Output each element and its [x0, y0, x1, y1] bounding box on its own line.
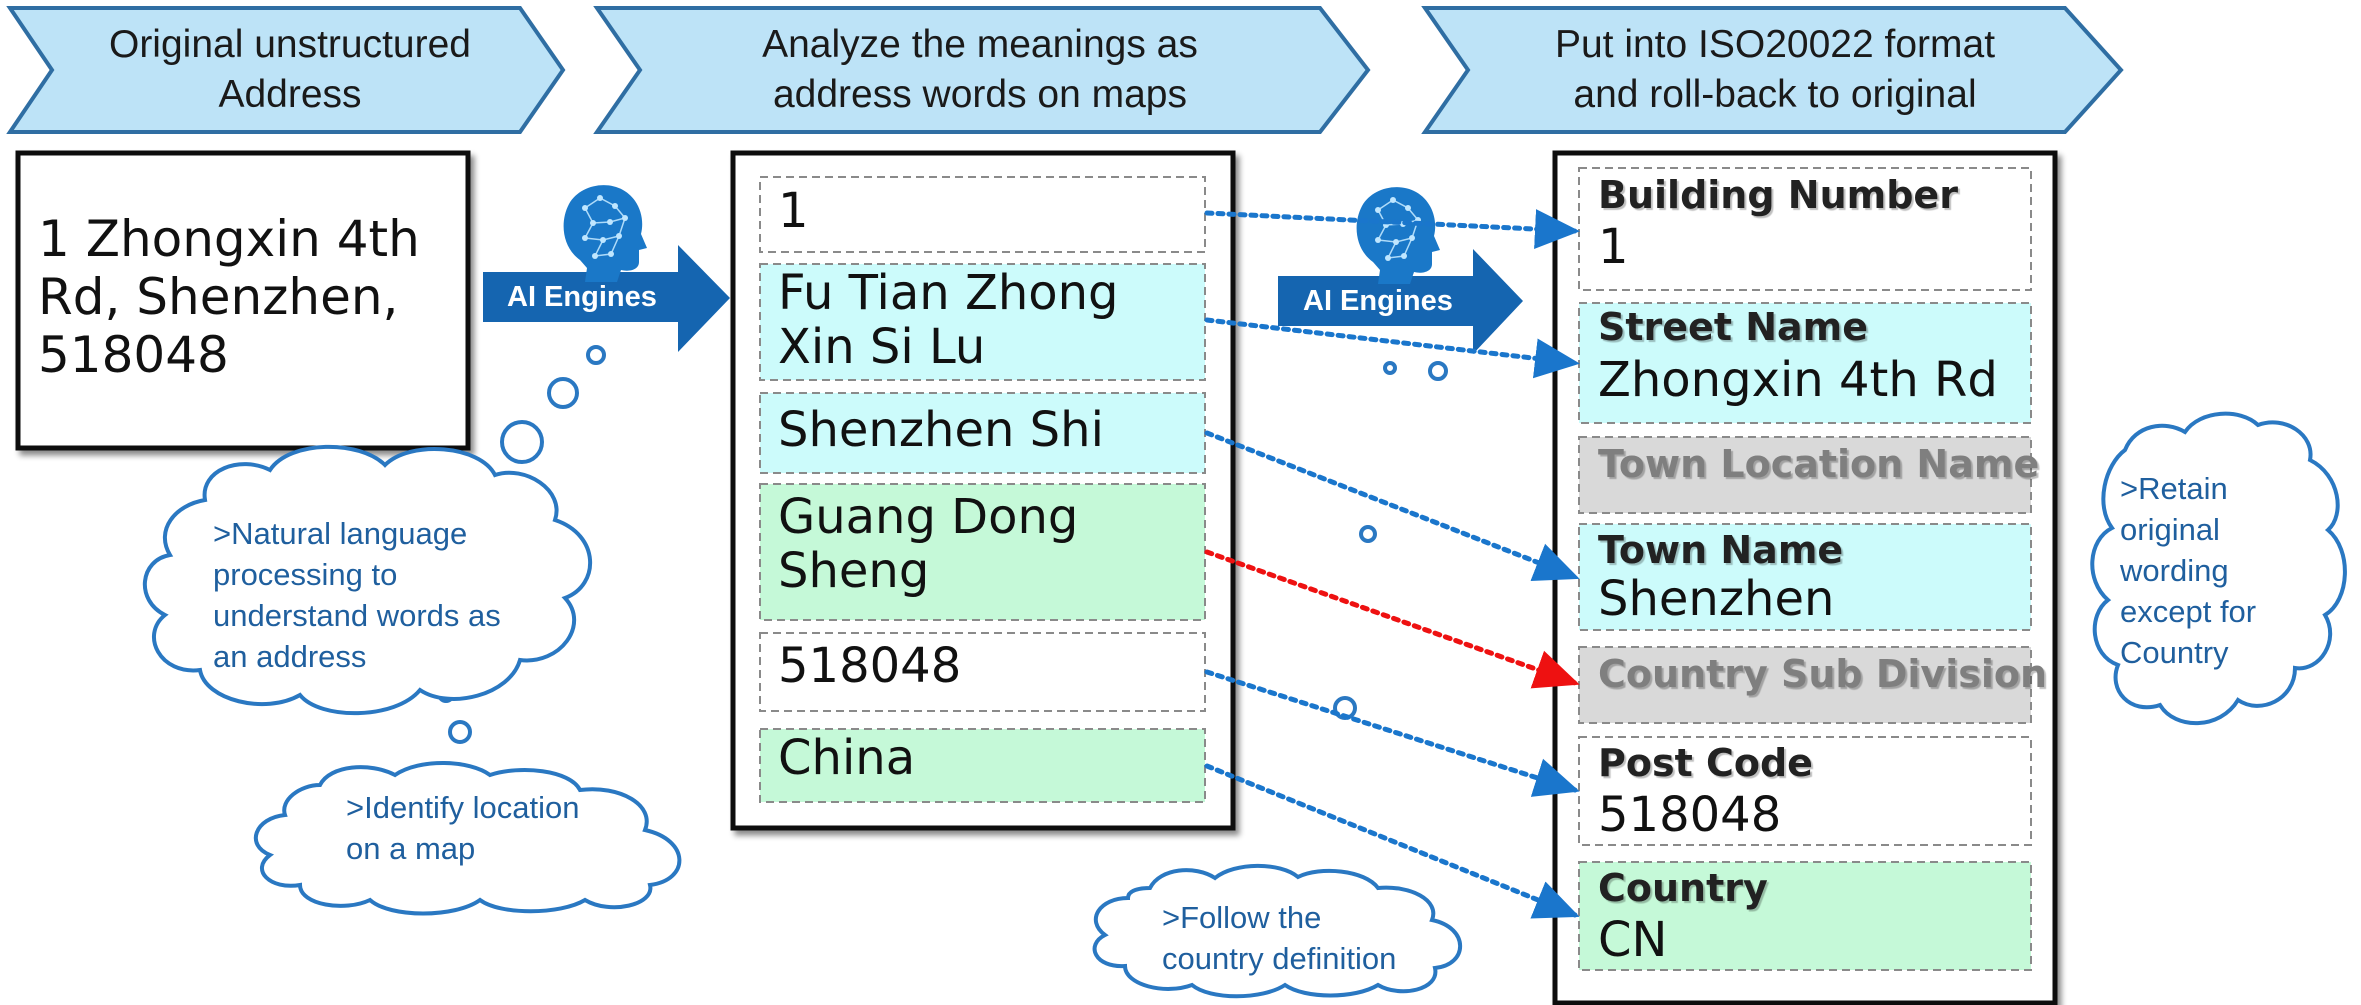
note-nlp-text: >Natural language processing to understa…	[213, 516, 501, 674]
original-address-box	[15, 150, 471, 451]
thought-dot	[500, 420, 544, 464]
field-value-country: CN	[1598, 912, 1668, 968]
cloud-retain	[2090, 411, 2347, 726]
word-box	[759, 176, 1206, 253]
thought-dot	[547, 377, 579, 409]
field-label-country-sub-division: Country Sub Division	[1598, 652, 2048, 696]
ai-head-icon	[1356, 187, 1440, 284]
cloud-map	[253, 761, 682, 916]
note-map-text: >Identify location on a map	[346, 790, 580, 866]
word-text: Fu Tian Zhong Xin Si Lu	[778, 265, 1119, 375]
field-value-town-name: Shenzhen	[1598, 571, 1835, 627]
cloud-country	[1092, 863, 1462, 999]
ai-engine-arrow-2	[1278, 249, 1523, 354]
word-text: China	[778, 730, 916, 786]
word-text: Shenzhen Shi	[778, 402, 1104, 458]
link-street-name	[1204, 317, 1580, 379]
field-label-country: Country	[1598, 866, 1768, 910]
field-value-building-number: 1	[1598, 219, 1629, 275]
field-box-town-name	[1578, 523, 2032, 631]
link-town-name	[1204, 430, 1580, 582]
word-text: 518048	[778, 638, 962, 694]
note-retain-text: >Retain original wording except for Coun…	[2120, 471, 2257, 670]
ai-engine-label-2: AI Engines	[1303, 285, 1453, 317]
original-address-text: 1 Zhongxin 4th Rd, Shenzhen, 518048	[38, 210, 420, 384]
field-box-street-name	[1578, 302, 2032, 424]
banner-analyze-text: Analyze the meanings as address words on…	[762, 23, 1198, 116]
banner-analyze	[593, 6, 1371, 134]
field-label-street-name: Street Name	[1598, 305, 1869, 349]
field-label-town-name: Town Name	[1598, 528, 1844, 572]
word-box	[759, 263, 1206, 381]
thought-dot	[586, 345, 606, 365]
thought-dot	[1428, 361, 1448, 381]
ai-head-icon	[563, 185, 647, 282]
ai-engine-label-1: AI Engines	[507, 281, 657, 313]
banner-original-text: Original unstructured Address	[108, 23, 471, 116]
banner-original	[6, 6, 566, 134]
banner-iso-text: Put into ISO20022 format and roll-back t…	[1554, 23, 1996, 116]
banner-iso	[1421, 6, 2124, 134]
field-value-post-code: 518048	[1598, 787, 1782, 843]
link-country	[1204, 763, 1580, 919]
thought-dot	[1383, 361, 1397, 375]
word-box	[759, 632, 1206, 712]
link-country-sub-division	[1204, 549, 1580, 689]
field-box-town-location-name	[1578, 436, 2032, 514]
note-country-text: >Follow the country definition	[1162, 900, 1397, 976]
link-post-code	[1204, 669, 1580, 797]
thought-dot	[1359, 525, 1377, 543]
word-text: 1	[778, 183, 809, 239]
cloud-nlp	[142, 444, 592, 716]
field-value-street-name: Zhongxin 4th Rd	[1598, 352, 1998, 408]
field-label-town-location-name: Town Location Name	[1598, 442, 2040, 486]
word-box	[759, 728, 1206, 803]
ai-engine-arrow-1	[483, 245, 730, 352]
word-box	[759, 483, 1206, 621]
thought-dot	[448, 720, 472, 744]
link-building-number	[1204, 209, 1580, 250]
field-label-post-code: Post Code	[1598, 741, 1813, 785]
word-text: Guang Dong Sheng	[778, 489, 1079, 599]
field-box-building-number	[1578, 167, 2032, 291]
word-box	[759, 392, 1206, 474]
field-label-building-number: Building Number	[1598, 173, 1958, 217]
